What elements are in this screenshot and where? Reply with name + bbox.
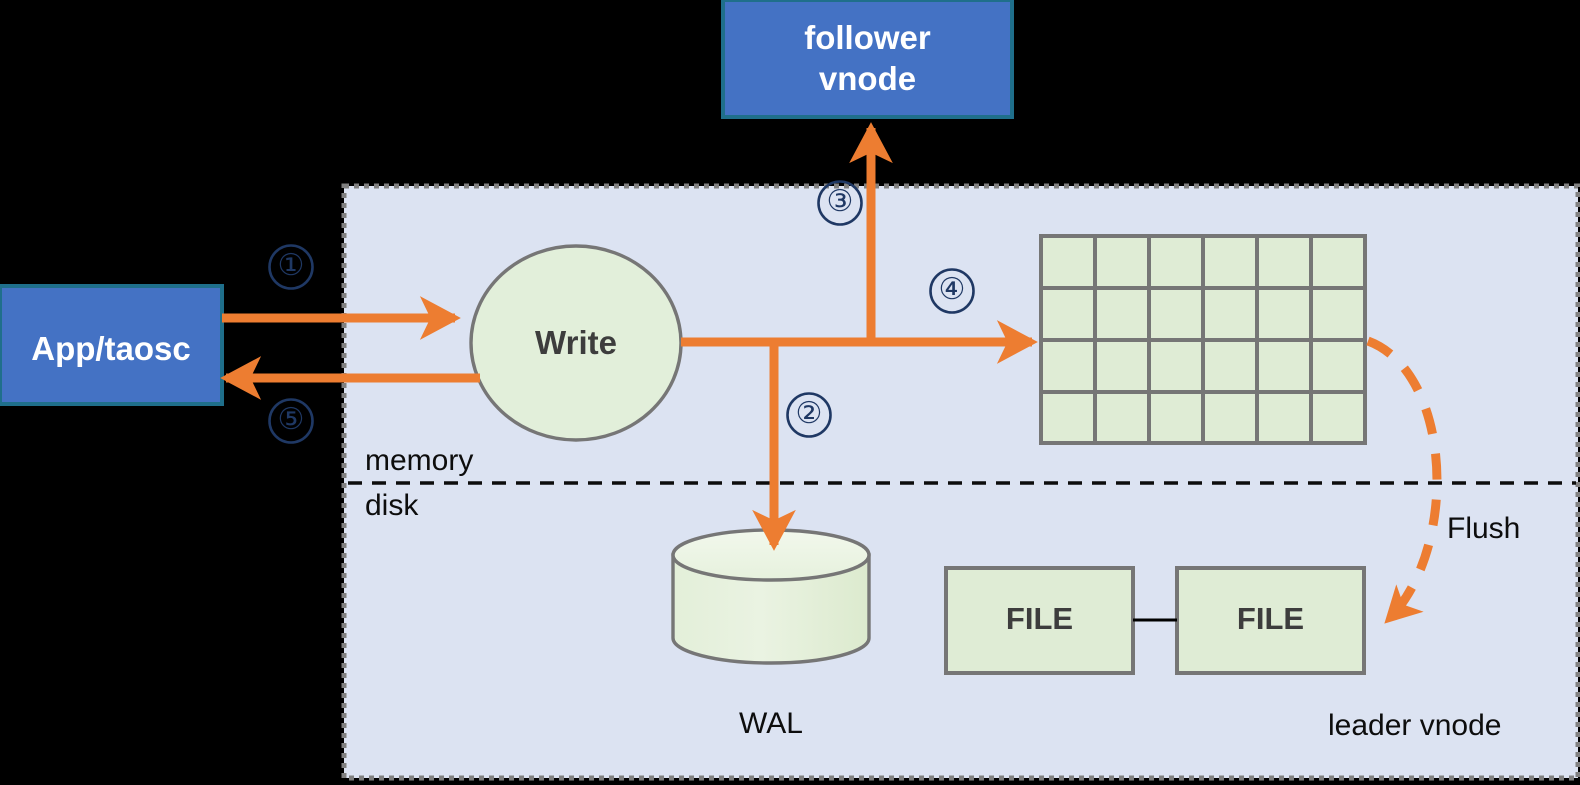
step-5-label: ⑤ (277, 402, 305, 437)
edge-flush-curve (1366, 336, 1442, 624)
step-1-circle (268, 244, 314, 290)
step-1-label: ① (277, 248, 305, 283)
step-2-circle (786, 392, 832, 438)
disk-tier-label: disk (365, 489, 419, 522)
write-node-label: Write (535, 324, 617, 361)
file-box-right[interactable] (1175, 566, 1366, 675)
follower-vnode-label-line2: vnode (818, 60, 917, 97)
follower-vnode-label-line1: follower (804, 19, 931, 56)
step-2-label: ② (795, 396, 823, 431)
step-5-circle (268, 398, 314, 444)
step-4-label: ④ (938, 272, 966, 307)
wal-cylinder[interactable] (671, 528, 871, 665)
file-box-left[interactable] (944, 566, 1135, 675)
file-left-label: FILE (1005, 601, 1074, 636)
wal-label: WAL (739, 707, 803, 740)
leader-vnode-panel-label: leader vnode (1328, 709, 1502, 742)
step-3-label: ③ (826, 184, 854, 219)
step-3-circle (817, 180, 863, 226)
flush-edge-label: Flush (1447, 512, 1521, 545)
app-taosc-label: App/taosc (31, 330, 191, 367)
step-4-circle (929, 268, 975, 314)
follower-vnode-box[interactable] (721, 0, 1014, 119)
memtable-grid[interactable] (1039, 234, 1367, 445)
file-right-label: FILE (1236, 601, 1305, 636)
memory-tier-label: memory (365, 444, 474, 477)
app-taosc-box[interactable] (0, 284, 224, 406)
